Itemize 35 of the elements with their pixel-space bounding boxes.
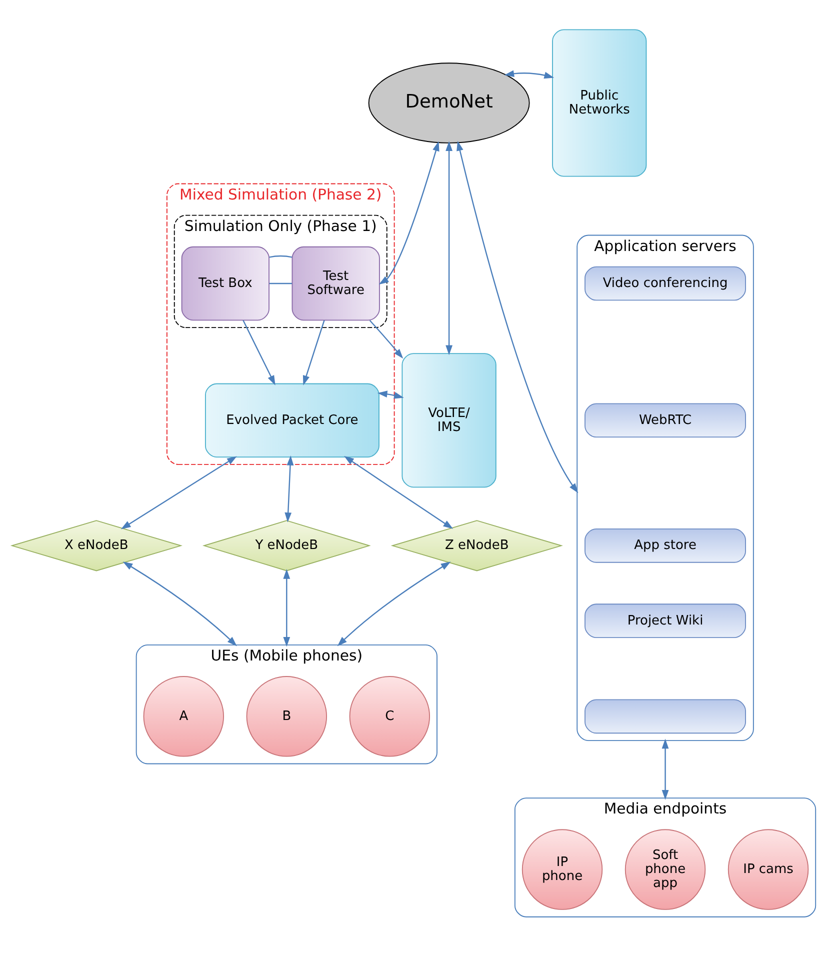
node-box: VoLTE/ IMS bbox=[402, 352, 496, 488]
node-circle: A bbox=[143, 676, 224, 756]
arrow bbox=[122, 561, 237, 646]
node-box: Video conferencing bbox=[584, 266, 746, 300]
node-circle: IP cams bbox=[728, 828, 809, 910]
node-circle: Soft phone app bbox=[624, 828, 706, 910]
node-box: Test Software bbox=[292, 246, 380, 320]
connector bbox=[269, 254, 292, 258]
node-box: App store bbox=[584, 528, 746, 562]
node-box: Test Box bbox=[181, 246, 270, 320]
node-box: Project Wiki bbox=[584, 603, 746, 638]
arrow bbox=[504, 70, 554, 78]
node-box: Public Networks bbox=[552, 28, 647, 176]
arrow bbox=[456, 140, 578, 493]
node-box: Evolved Packet Core bbox=[205, 382, 380, 458]
arrow bbox=[242, 320, 276, 385]
node-circle: C bbox=[349, 676, 430, 756]
arrow bbox=[283, 568, 290, 646]
node-ellipse: DemoNet bbox=[368, 62, 530, 143]
connector bbox=[269, 282, 292, 284]
arrow bbox=[378, 140, 440, 284]
arrow bbox=[120, 456, 237, 529]
arrow bbox=[302, 320, 325, 385]
node-box: WebRTC bbox=[584, 402, 746, 438]
arrow bbox=[446, 140, 452, 355]
arrow bbox=[369, 320, 404, 358]
node-circle: IP phone bbox=[522, 828, 603, 910]
node-circle: B bbox=[246, 676, 328, 756]
arrow bbox=[344, 456, 454, 528]
arrow bbox=[662, 738, 669, 800]
node-box bbox=[584, 698, 746, 734]
node-diamond: Y eNodeB bbox=[202, 520, 371, 571]
arrow bbox=[337, 561, 451, 646]
arrow bbox=[377, 390, 404, 398]
arrow bbox=[284, 455, 294, 522]
